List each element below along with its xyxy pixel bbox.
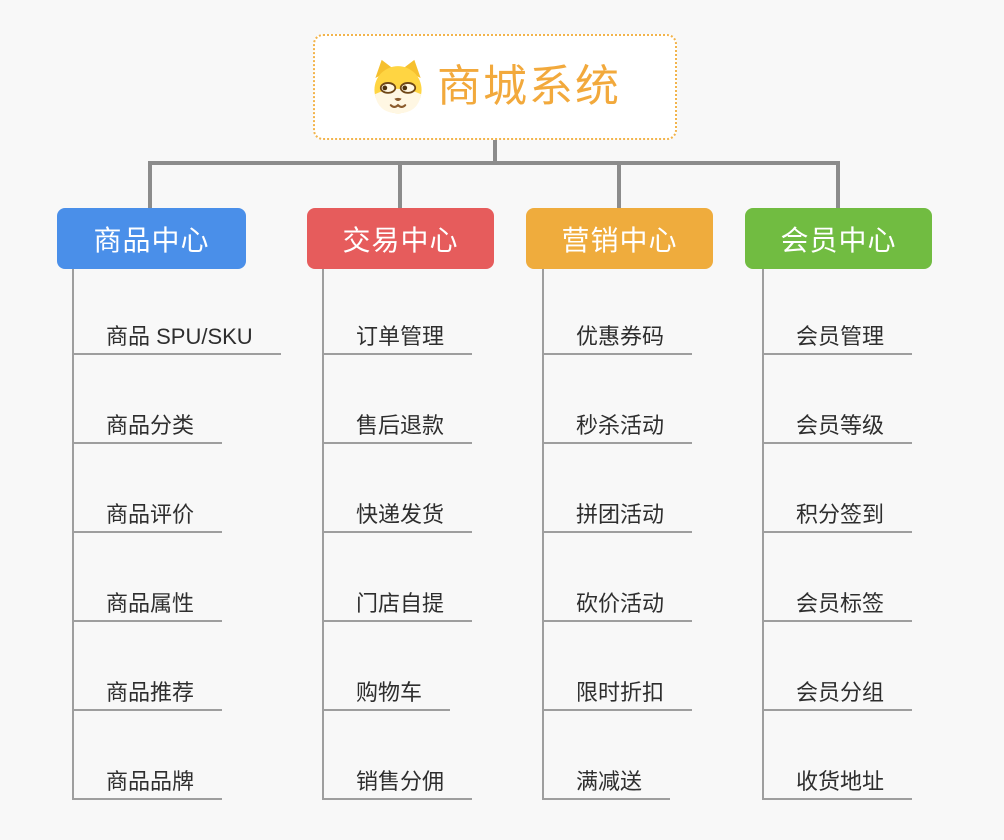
subtopic-node[interactable]: 收货地址 [762,758,913,800]
subtopic-node[interactable]: 砍价活动 [542,580,693,622]
subtopic-node[interactable]: 限时折扣 [542,669,693,711]
branch-label: 商品中心 [93,224,210,256]
subtopic-node[interactable]: 门店自提 [322,580,473,622]
branch-spine-line [72,269,74,800]
subtopic-node[interactable]: 商品分类 [72,402,223,444]
subtopic-node[interactable]: 拼团活动 [542,491,693,533]
subtopic-node[interactable]: 会员等级 [762,402,913,444]
subtopic-node[interactable]: 商品品牌 [72,758,223,800]
subtopic-node[interactable]: 秒杀活动 [542,402,693,444]
connector-trunk [148,161,840,165]
subtopic-node[interactable]: 订单管理 [322,313,473,355]
subtopic-node[interactable]: 商品 SPU/SKU [72,313,281,355]
subtopic-node[interactable]: 积分签到 [762,491,913,533]
connector-drop [617,161,621,209]
branch-spine-line [542,269,544,800]
branch-spine-line [762,269,764,800]
branch-marketing-center[interactable]: 营销中心 [526,208,713,269]
connector-root-stem [493,138,497,164]
branch-trade-center[interactable]: 交易中心 [307,208,494,269]
dog-face-icon [374,59,422,114]
branch-spine-line [322,269,324,800]
subtopic-node[interactable]: 满减送 [542,758,671,800]
root-title: 商城系统 [437,62,621,111]
branch-label: 交易中心 [342,224,459,256]
branch-label: 会员中心 [780,224,897,256]
subtopic-node[interactable]: 会员管理 [762,313,913,355]
subtopic-node[interactable]: 商品属性 [72,580,223,622]
subtopic-node[interactable]: 商品推荐 [72,669,223,711]
branch-product-center[interactable]: 商品中心 [57,208,246,269]
subtopic-node[interactable]: 会员标签 [762,580,913,622]
subtopic-node[interactable]: 销售分佣 [322,758,473,800]
subtopic-node[interactable]: 售后退款 [322,402,473,444]
subtopic-node[interactable]: 优惠券码 [542,313,693,355]
root-node[interactable]: 商城系统 [313,34,677,140]
subtopic-node[interactable]: 商品评价 [72,491,223,533]
connector-drop [148,161,152,209]
subtopic-node[interactable]: 会员分组 [762,669,913,711]
connector-drop [398,161,402,209]
subtopic-node[interactable]: 购物车 [322,669,451,711]
branch-member-center[interactable]: 会员中心 [745,208,932,269]
connector-drop [836,161,840,209]
subtopic-node[interactable]: 快递发货 [322,491,473,533]
branch-label: 营销中心 [561,224,678,256]
